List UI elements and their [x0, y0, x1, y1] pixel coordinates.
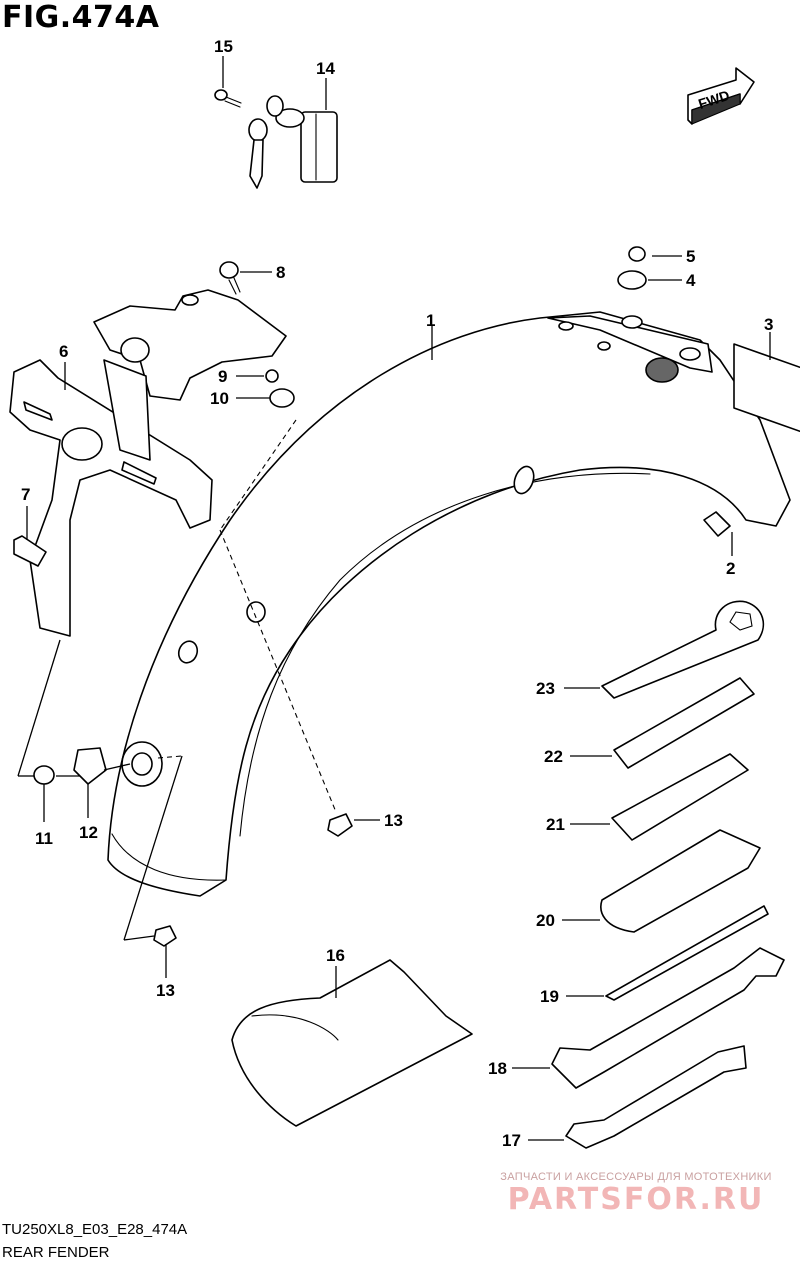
callout-12: 12 [79, 823, 98, 842]
rear-fender-part [107, 311, 791, 897]
callout-8: 8 [276, 263, 285, 282]
watermark-logo: PARTSFOR.RU [507, 1182, 765, 1217]
callout-11: 11 [35, 829, 53, 848]
callout-20: 20 [536, 911, 555, 930]
callout-10: 10 [210, 389, 229, 408]
rear-bracket-part [93, 289, 287, 401]
callout-22: 22 [544, 747, 563, 766]
callout-15: 15 [214, 37, 233, 56]
nut-part [327, 813, 353, 837]
watermark-tagline: ЗАПЧАСТИ И АКСЕССУАРЫ ДЛЯ МОТОТЕХНИКИ [500, 1171, 772, 1183]
figure-caption: REAR FENDER [2, 1244, 110, 1261]
callout-18: 18 [488, 1059, 507, 1078]
collar-part [265, 369, 279, 383]
callout-5: 5 [686, 247, 695, 266]
callout-16: 16 [326, 946, 345, 965]
box-wrench-part [601, 600, 765, 699]
callout-17: 17 [502, 1131, 521, 1150]
forward-arrow-icon: FWD [687, 67, 755, 125]
callout-13b: 13 [156, 981, 175, 1000]
leader-lines [17, 56, 771, 1141]
callout-14: 14 [316, 59, 335, 78]
screwdriver-bit-part [605, 905, 769, 1001]
grommet-part [269, 388, 295, 408]
callout-7: 7 [21, 485, 30, 504]
open-wrench-part [551, 947, 785, 1089]
spacer-part [628, 246, 646, 262]
screwdriver-handle-part [600, 829, 761, 933]
bolt-part [219, 261, 241, 295]
open-wrench-part [565, 1045, 747, 1149]
callout-23: 23 [536, 679, 555, 698]
figure-title: FIG.474A [2, 0, 160, 35]
label-part [733, 343, 800, 433]
extension-bar-part [613, 677, 755, 769]
screw-part [214, 89, 242, 108]
socket-part [611, 753, 749, 841]
callout-19: 19 [540, 987, 559, 1006]
callout-1: 1 [426, 311, 435, 330]
callout-3: 3 [764, 315, 773, 334]
tool-bag-part [231, 959, 473, 1127]
callout-labels: 1 2 3 4 5 6 7 8 9 10 11 12 13 13 14 15 1… [21, 37, 773, 1150]
callout-4: 4 [686, 271, 696, 290]
figure-code: TU250XL8_E03_E28_474A [2, 1221, 188, 1238]
tag-part [13, 535, 47, 567]
callout-13: 13 [384, 811, 403, 830]
cushion-rubber-part [73, 747, 107, 785]
callout-2: 2 [726, 559, 735, 578]
watermark: ЗАПЧАСТИ И АКСЕССУАРЫ ДЛЯ МОТОТЕХНИКИ PA… [488, 1171, 784, 1217]
nut-part [153, 925, 177, 947]
clip-part [703, 511, 731, 537]
cushion-part [617, 270, 647, 290]
callout-6: 6 [59, 342, 68, 361]
nut-part [33, 765, 55, 785]
callout-9: 9 [218, 367, 227, 386]
license-bracket-part [9, 359, 213, 637]
seat-lock-part [248, 95, 338, 189]
callout-21: 21 [546, 815, 565, 834]
